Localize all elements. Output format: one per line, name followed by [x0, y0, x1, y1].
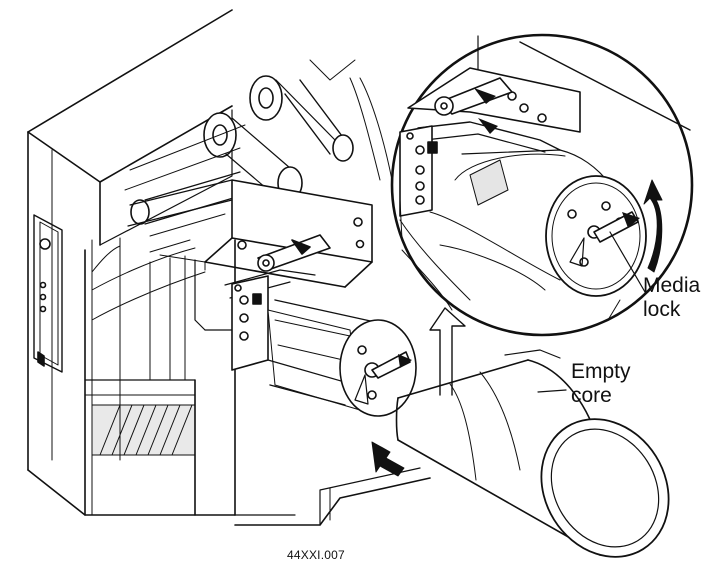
empty-core-label-line1: Empty: [571, 360, 631, 383]
indicator-light-3-icon: [39, 305, 47, 313]
media-lock-label-line2: lock: [643, 297, 681, 321]
zoom-detail: [390, 33, 694, 337]
empty-core-label-line2: core: [571, 383, 612, 407]
printer-housing: [27, 9, 431, 526]
leader-lines: [537, 231, 646, 393]
side-plate: [231, 275, 269, 371]
media-lock-label-line1: Media: [643, 274, 701, 297]
front-vent-grille: [91, 404, 196, 456]
insert-arrow: [371, 441, 405, 477]
media-lock-leader: [609, 231, 646, 293]
indicator-light-1-icon: [39, 281, 47, 289]
empty-core: [395, 349, 670, 558]
zoom-reference-arrow: [429, 307, 466, 396]
head-lever: [224, 234, 331, 299]
power-button-icon: [39, 238, 51, 250]
empty-core-leader: [537, 389, 567, 393]
empty-core-label: Empty core: [571, 360, 631, 407]
control-panel: [33, 214, 63, 373]
printhead-assembly: [127, 179, 373, 288]
media-roll-in-printer: [267, 299, 417, 417]
rotation-arrow-icon: [643, 179, 663, 273]
media-lock-label: Media lock: [643, 274, 700, 321]
indicator-light-2-icon: [39, 293, 47, 301]
figure-id: 44XXI.007: [287, 548, 345, 562]
